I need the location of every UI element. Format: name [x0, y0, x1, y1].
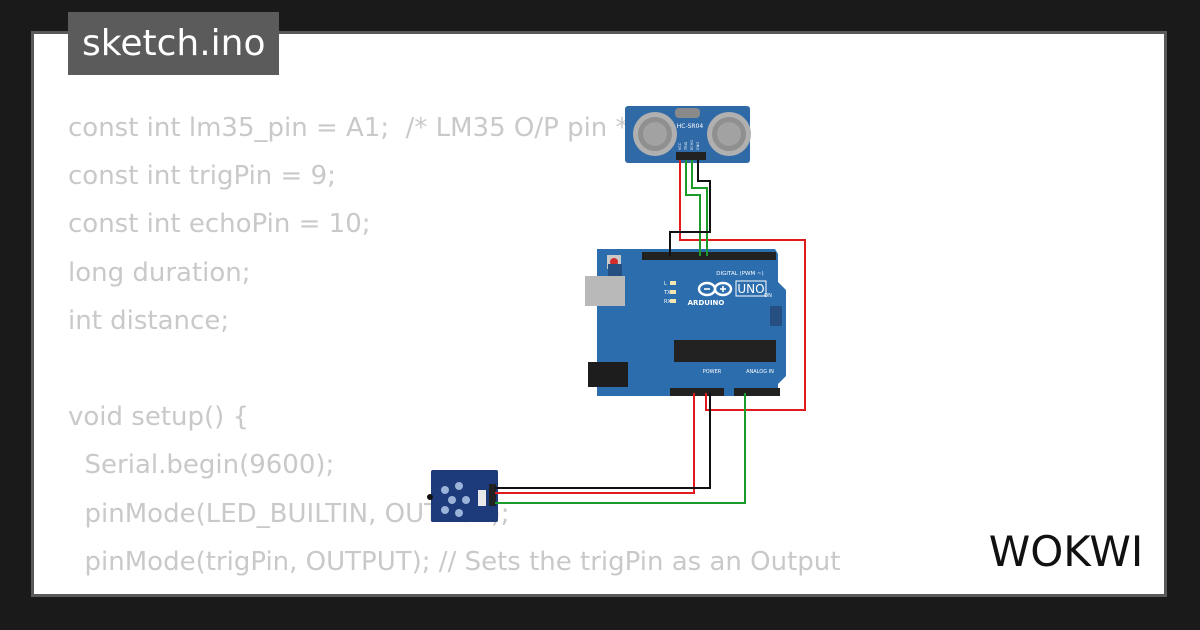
analog-label: ANALOG IN	[746, 369, 774, 375]
board-led-label: TX	[663, 290, 671, 296]
code-line: int distance;	[68, 305, 230, 336]
wire-green-sensor-echo[interactable]	[691, 160, 708, 256]
sensor-pin-label: TRIG	[684, 141, 688, 151]
code-line: const int echoPin = 10;	[68, 209, 371, 240]
code-line: Serial.begin(9600);	[68, 450, 335, 481]
sensor-pin-label: GND	[696, 142, 700, 150]
atmega-chip	[674, 340, 776, 362]
wire-black-sensor-gnd[interactable]	[669, 160, 711, 256]
board-led-label: L	[664, 281, 667, 287]
code-line: const int lm35_pin = A1; /* LM35 O/P pin…	[68, 113, 638, 143]
wire-red-sensor-vcc[interactable]	[679, 160, 806, 411]
board-led	[670, 299, 676, 303]
temperature-sensor-module[interactable]	[427, 470, 498, 522]
code-line: void setup() {	[68, 402, 250, 433]
wire-red-temp-vcc[interactable]	[495, 393, 695, 494]
wire-black-temp-gnd[interactable]	[495, 393, 711, 489]
file-name-tab[interactable]: sketch.ino	[68, 12, 280, 75]
analog-header	[734, 388, 780, 396]
sensor-label: HC-SR04	[677, 123, 704, 130]
on-label: ON	[764, 293, 772, 299]
wire-green-temp-out[interactable]	[495, 393, 746, 504]
code-line: pinMode(trigPin, OUTPUT); // Sets the tr…	[68, 546, 841, 577]
sensor-pin-label: ECHO	[690, 140, 694, 150]
code-line: const int trigPin = 9;	[68, 161, 336, 192]
usb-port	[585, 276, 625, 306]
board-led-label: RX	[664, 299, 671, 305]
wokwi-logo: WOKWI	[989, 527, 1144, 576]
digital-header	[642, 252, 776, 260]
sensor-pin-label: VCC	[678, 142, 682, 150]
power-label: POWER	[703, 369, 722, 375]
power-jack	[588, 362, 628, 387]
wokwi-logo-text: WOKWI	[989, 527, 1144, 576]
code-line: long duration;	[68, 257, 251, 288]
power-header	[670, 388, 724, 396]
board-brand: ARDUINO	[688, 299, 725, 307]
board-model: UNO	[737, 282, 764, 296]
board-led	[670, 290, 676, 294]
arduino-uno-board[interactable]: UNO ARDUINO DIGITAL (PWM ~) POWER ANALOG…	[585, 249, 786, 396]
wire-green-sensor-trig[interactable]	[685, 160, 701, 256]
board-led	[670, 281, 676, 285]
arduino-logo-icon	[697, 281, 733, 297]
digital-label: DIGITAL (PWM ~)	[716, 271, 763, 277]
